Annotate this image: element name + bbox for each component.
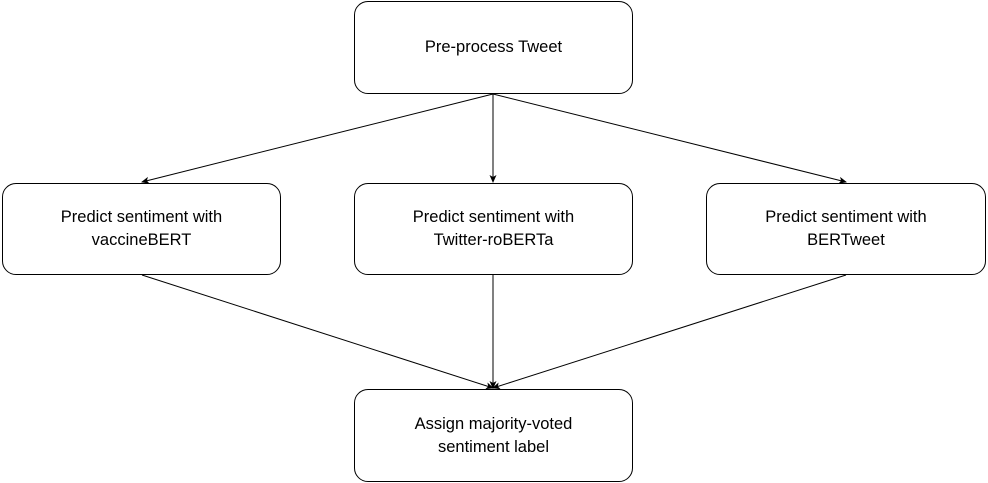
preprocess-tweet-label: Pre-process Tweet [424,38,563,56]
vaccinebert-node: Predict sentiment with vaccineBERT [2,183,281,275]
bertweet-label: Predict sentiment with BERTweet [765,208,927,249]
preprocess-tweet-node: Pre-process Tweet [354,1,633,94]
edge-vaccinebert-to-assign [141,274,494,390]
assign-label-text: Assign majority-voted sentiment label [414,414,573,456]
edge-preprocess-to-vaccinebert [141,93,494,184]
vaccinebert-label: Predict sentiment with vaccineBERT [60,208,223,249]
edge-bertweet-to-assign [492,274,847,390]
assign-label-node: Assign majority-voted sentiment label [354,389,633,482]
twitter-roberta-node: Predict sentiment with Twitter-roBERTa [354,183,633,275]
bertweet-node: Predict sentiment with BERTweet [706,183,986,275]
edge-preprocess-to-bertweet [492,93,847,184]
twitter-roberta-label: Predict sentiment with Twitter-roBERTa [412,208,575,249]
